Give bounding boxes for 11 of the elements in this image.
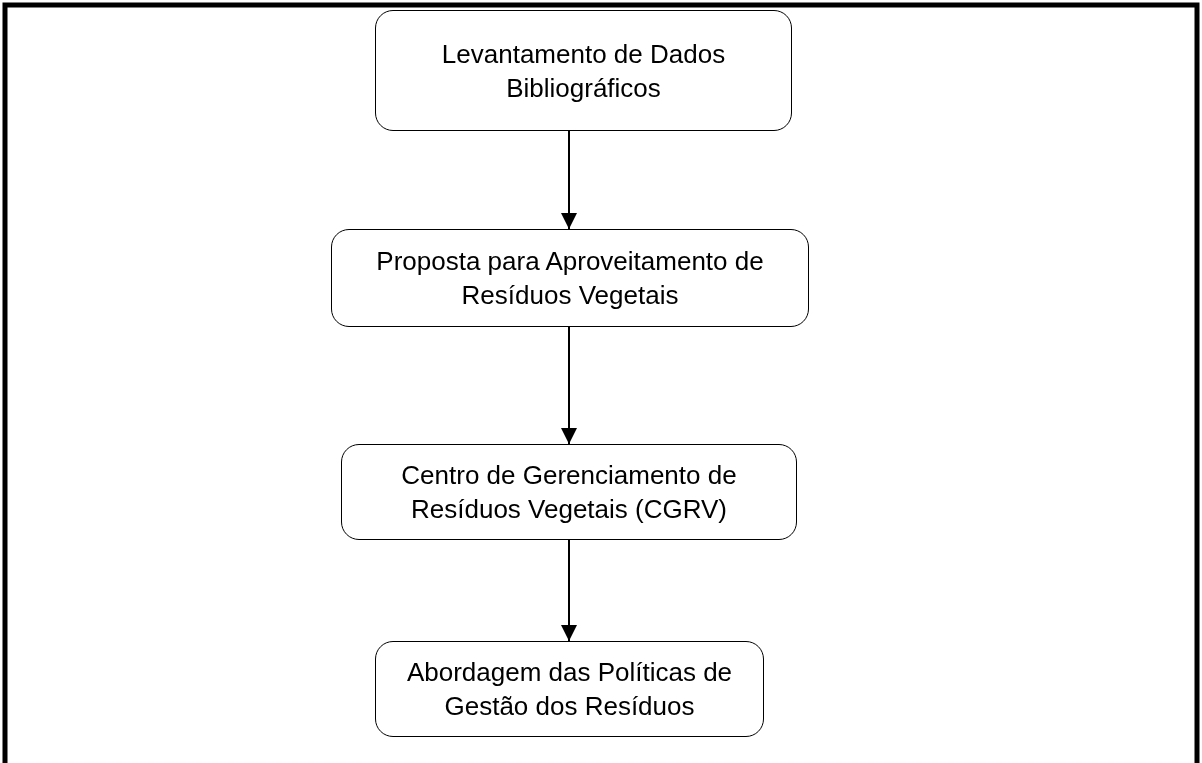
process-box [331, 229, 809, 327]
box-label: Levantamento de Dados Bibliográficos [440, 37, 727, 105]
arrow [561, 326, 577, 445]
arrow [561, 539, 577, 642]
arrow [561, 130, 577, 230]
box-label: Proposta para Aproveitamento de Resíduos Vegetais [375, 245, 765, 312]
process-box [375, 10, 792, 131]
box-label: Abordagem das Políticas de Gestão dos Resíduos [405, 656, 734, 723]
process-box [341, 444, 797, 540]
process-box [375, 641, 764, 737]
box-label: Centro de Gerenciamento de Resíduos Vegetais (CGRV) [400, 459, 738, 526]
